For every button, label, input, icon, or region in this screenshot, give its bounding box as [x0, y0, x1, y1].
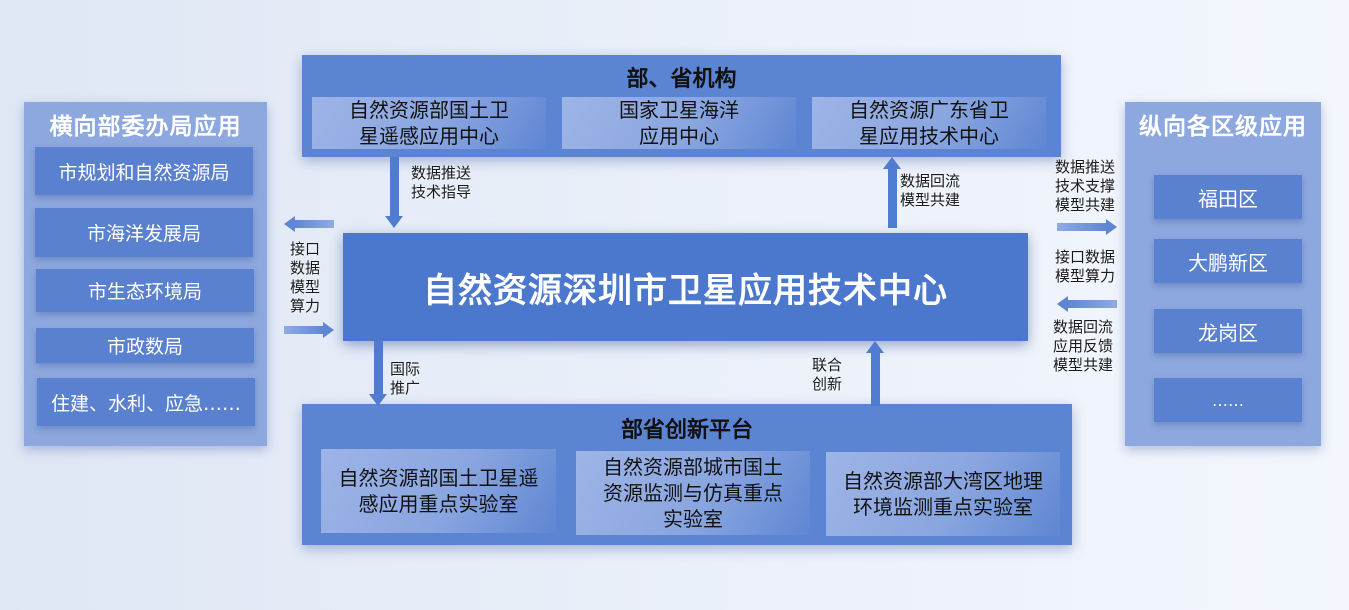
label-interface-model-compute: 接口数据模型算力: [1055, 248, 1116, 285]
left-item-ecology-bureau[interactable]: 市生态环境局: [36, 269, 254, 312]
right-panel-title: 纵向各区级应用: [1139, 114, 1307, 140]
left-item-others[interactable]: 住建、水利、应急……: [37, 378, 255, 426]
arrow-up-icon: [866, 341, 884, 353]
arrow-bottom-to-center-shaft: [871, 352, 880, 406]
arrow-up-icon: [883, 157, 901, 169]
label-return-feedback-build: 数据回流应用反馈模型共建: [1053, 318, 1114, 374]
right-item-more[interactable]: ……: [1154, 378, 1302, 422]
arrow-right-icon: [323, 322, 334, 338]
center-shenzhen-satellite-center[interactable]: 自然资源深圳市卫星应用技术中心: [343, 233, 1028, 341]
arrow-down-icon: [385, 216, 403, 228]
bottom-item-greater-bay-lab[interactable]: 自然资源部大湾区地理环境监测重点实验室: [826, 452, 1060, 536]
label-data-return-model: 数据回流模型共建: [900, 172, 961, 209]
bottom-item-urban-land-monitoring-lab[interactable]: 自然资源部城市国土资源监测与仿真重点实验室: [576, 451, 810, 535]
arrow-from-right-panel-shaft: [1067, 300, 1117, 308]
left-panel-horizontal-departments: 横向部委办局应用 市规划和自然资源局 市海洋发展局 市生态环境局 市政数局 住建…: [24, 102, 267, 446]
label-international-promotion: 国际推广: [390, 360, 421, 397]
arrow-top-to-center-shaft: [390, 157, 399, 217]
right-item-longgang[interactable]: 龙岗区: [1154, 309, 1302, 353]
right-item-dapeng[interactable]: 大鹏新区: [1154, 239, 1302, 283]
arrow-from-left-panel-shaft: [284, 326, 324, 334]
arrow-right-icon: [1106, 219, 1117, 235]
label-interface-data-model-compute: 接口数据模型算力: [290, 240, 321, 315]
arrow-center-to-top-shaft: [888, 168, 897, 228]
left-item-government-data-bureau[interactable]: 市政数局: [36, 328, 254, 363]
bottom-panel-title: 部省创新平台: [620, 418, 753, 443]
arrow-left-icon: [1057, 296, 1068, 312]
top-item-land-satellite-center[interactable]: 自然资源部国土卫星遥感应用中心: [312, 97, 546, 149]
left-panel-title: 横向部委办局应用: [49, 114, 242, 140]
top-item-ocean-satellite-center[interactable]: 国家卫星海洋应用中心: [562, 97, 796, 149]
right-item-futian[interactable]: 福田区: [1154, 175, 1302, 219]
label-joint-innovation: 联合创新: [812, 356, 843, 393]
right-panel-vertical-districts: 纵向各区级应用 福田区 大鹏新区 龙岗区 ……: [1125, 102, 1321, 446]
bottom-item-land-remote-sensing-lab[interactable]: 自然资源部国土卫星遥感应用重点实验室: [321, 449, 556, 533]
top-item-guangdong-center[interactable]: 自然资源广东省卫星应用技术中心: [812, 97, 1046, 149]
arrow-left-icon: [284, 216, 295, 232]
left-item-planning-bureau[interactable]: 市规划和自然资源局: [35, 147, 253, 195]
label-data-push-guidance: 数据推送技术指导: [411, 164, 472, 201]
top-panel-title: 部、省机构: [626, 67, 737, 92]
arrow-center-to-bottom-shaft: [374, 341, 383, 395]
top-panel-ministry-province: 部、省机构 自然资源部国土卫星遥感应用中心 国家卫星海洋应用中心 自然资源广东省…: [302, 55, 1061, 157]
arrow-down-icon: [369, 394, 387, 406]
arrow-to-left-panel-shaft: [294, 220, 334, 228]
label-push-support-build: 数据推送技术支撑模型共建: [1055, 158, 1116, 214]
bottom-panel-innovation-platform: 部省创新平台 自然资源部国土卫星遥感应用重点实验室 自然资源部城市国土资源监测与…: [302, 404, 1072, 545]
arrow-to-right-panel-shaft: [1057, 223, 1107, 231]
left-item-ocean-bureau[interactable]: 市海洋发展局: [35, 208, 253, 257]
